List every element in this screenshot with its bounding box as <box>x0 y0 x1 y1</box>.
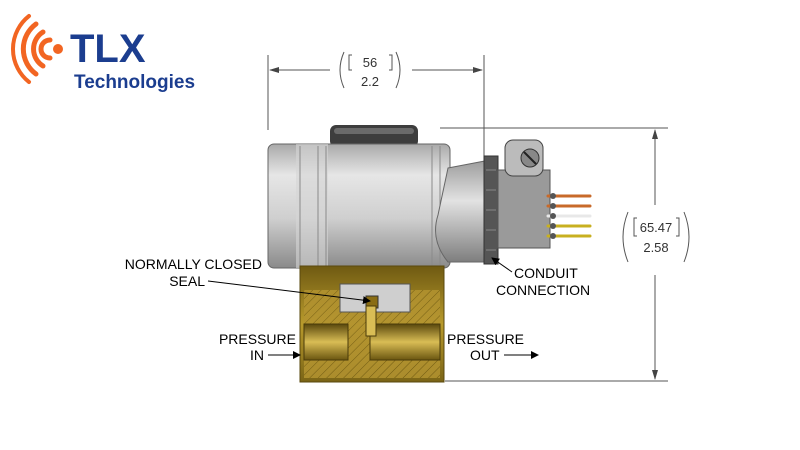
coil-housing <box>267 143 451 269</box>
height-in-label: 2.58 <box>643 240 668 255</box>
pressure-out-label-line1: PRESSURE <box>447 331 524 347</box>
pressure-in-label-line1: PRESSURE <box>219 331 296 347</box>
pressure-in-callout: PRESSURE IN <box>219 331 301 363</box>
height-mm-label: 65.47 <box>640 220 673 235</box>
conduit-label-line2: CONNECTION <box>496 282 590 298</box>
connector-body <box>497 169 551 249</box>
radio-waves-icon <box>11 14 63 84</box>
conduit-label-line1: CONDUIT <box>514 265 578 281</box>
solenoid-valve <box>267 125 592 383</box>
pressure-in-label-line2: IN <box>250 347 264 363</box>
width-mm-label: 56 <box>363 55 377 70</box>
pressure-out-callout: PRESSURE OUT <box>447 331 539 363</box>
lead-wires <box>546 193 592 239</box>
conduit-callout: CONDUIT CONNECTION <box>491 257 590 298</box>
width-in-label: 2.2 <box>361 74 379 89</box>
conduit-tube <box>435 159 491 263</box>
seal-label-line2: SEAL <box>169 273 205 289</box>
outlet-port <box>369 323 441 361</box>
company-logo: TLX Technologies <box>11 14 195 93</box>
height-dimension <box>440 127 690 382</box>
seal-label-line1: NORMALLY CLOSED <box>125 256 262 272</box>
inlet-port <box>303 323 349 361</box>
logo-brand: TLX <box>70 27 146 71</box>
pressure-out-label-line2: OUT <box>470 347 500 363</box>
logo-subtitle: Technologies <box>74 72 195 93</box>
seal-callout: NORMALLY CLOSED SEAL <box>125 256 371 305</box>
width-dimension <box>267 51 485 160</box>
